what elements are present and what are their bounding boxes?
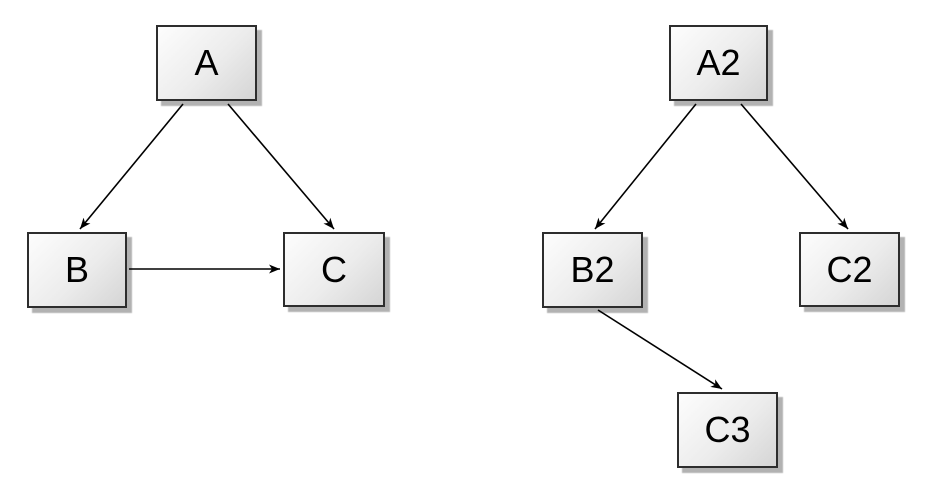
node-label: C2 [826,248,873,290]
node-label: C [321,248,347,290]
node-C3[interactable]: C3 [677,392,778,468]
node-A2[interactable]: A2 [669,25,768,101]
node-label: C3 [704,409,751,450]
node-label: A2 [696,42,741,83]
node-C[interactable]: C [283,232,385,307]
node-label: A [194,42,219,83]
node-C2[interactable]: C2 [799,232,900,307]
node-label: B2 [570,249,615,290]
node-label: B [64,249,89,290]
node-A[interactable]: A [156,25,257,101]
node-B[interactable]: B [27,232,127,308]
node-B2[interactable]: B2 [542,232,643,308]
